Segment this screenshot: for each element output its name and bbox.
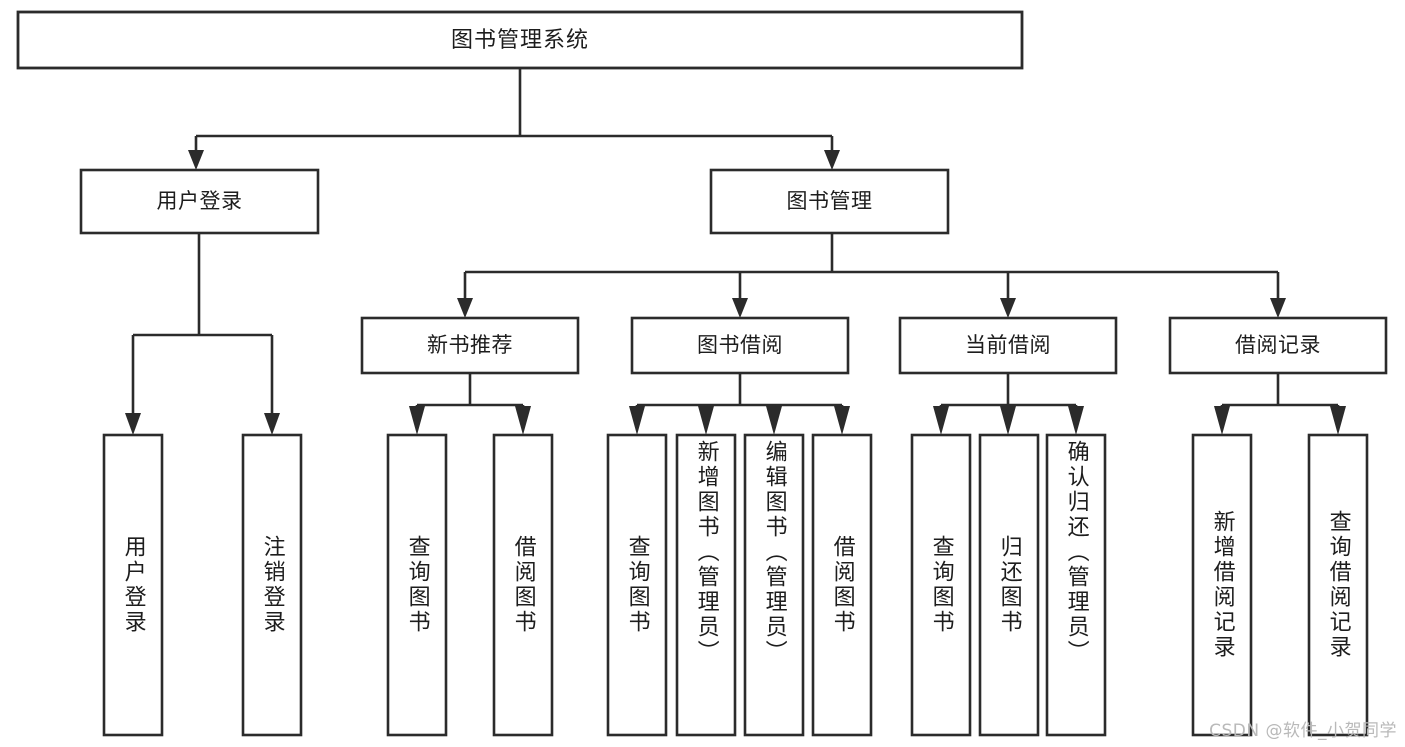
leaf-box-book-borrow-3[interactable] <box>811 433 873 737</box>
leaf-box-new-book-0[interactable] <box>386 433 448 737</box>
arrowhead-bookborrow <box>732 298 748 318</box>
arrowhead-bookborrow-leaf1 <box>698 406 714 435</box>
csdn-watermark: CSDN @软件_小贺同学 <box>1209 721 1397 741</box>
node-borrow-record-box[interactable] <box>1168 316 1388 375</box>
node-book-borrow[interactable]: 图书借阅 <box>630 316 850 375</box>
arrowhead-borrowrecord-leaf0 <box>1214 406 1230 435</box>
node-root-box[interactable] <box>16 10 1024 70</box>
arrowhead-borrowrecord-leaf1 <box>1330 406 1346 435</box>
leaf-box-current-borrow-0[interactable] <box>910 433 972 737</box>
connector-group-root <box>188 68 840 170</box>
arrowhead-newbook <box>457 298 473 318</box>
leaf-box-user-login-1[interactable] <box>241 433 303 737</box>
connector-group-book-manage <box>457 233 1286 318</box>
arrowhead-newbook-leaf0 <box>409 406 425 435</box>
node-user-login-box[interactable] <box>79 168 320 235</box>
arrowhead-borrowrecord <box>1270 298 1286 318</box>
arrowhead-userlogin-leaf0 <box>125 413 141 435</box>
node-new-book-recommend-box[interactable] <box>360 316 580 375</box>
arrowhead-currentborrow-leaf0 <box>933 406 949 435</box>
leaf-box-new-book-1[interactable] <box>492 433 554 737</box>
leaf-box-book-borrow-2[interactable] <box>743 433 805 737</box>
node-borrow-record[interactable]: 借阅记录 <box>1168 316 1388 375</box>
node-new-book-recommend[interactable]: 新书推荐 <box>360 316 580 375</box>
arrowhead-userlogin-leaf1 <box>264 413 280 435</box>
node-book-manage-box[interactable] <box>709 168 950 235</box>
leaf-box-book-borrow-1[interactable] <box>675 433 737 737</box>
connector-group-current-borrow <box>933 373 1084 435</box>
connector-group-new-book <box>409 373 531 435</box>
node-book-borrow-label: 图书借阅 <box>697 333 783 357</box>
arrowhead-currentborrow-leaf2 <box>1068 406 1084 435</box>
arrowhead-bookborrow-leaf0 <box>629 406 645 435</box>
node-current-borrow[interactable]: 当前借阅 <box>898 316 1118 375</box>
leaf-box-user-login-0[interactable] <box>102 433 164 737</box>
arrowhead-bookborrow-leaf3 <box>834 406 850 435</box>
node-borrow-record-label: 借阅记录 <box>1235 333 1321 357</box>
connector-group-user-login <box>125 233 280 435</box>
node-root[interactable]: 图书管理系统 <box>16 10 1024 70</box>
node-current-borrow-label: 当前借阅 <box>965 333 1051 357</box>
leaf-box-current-borrow-1[interactable] <box>978 433 1040 737</box>
node-book-borrow-box[interactable] <box>630 316 850 375</box>
node-current-borrow-box[interactable] <box>898 316 1118 375</box>
node-root-label: 图书管理系统 <box>451 28 589 53</box>
node-book-manage[interactable]: 图书管理 <box>709 168 950 235</box>
leaf-box-borrow-record-0[interactable] <box>1191 433 1253 737</box>
arrowhead-newbook-leaf1 <box>515 406 531 435</box>
arrowhead-currentborrow-leaf1 <box>1000 406 1016 435</box>
node-new-book-recommend-label: 新书推荐 <box>427 333 513 357</box>
arrowhead-currentborrow <box>1000 298 1016 318</box>
node-book-manage-label: 图书管理 <box>787 189 873 213</box>
arrowhead-book-manage <box>824 150 840 170</box>
leaf-box-book-borrow-0[interactable] <box>606 433 668 737</box>
connector-group-borrow-record <box>1214 373 1346 435</box>
connector-group-book-borrow <box>629 373 850 435</box>
arrowhead-user-login <box>188 150 204 170</box>
node-user-login[interactable]: 用户登录 <box>79 168 320 235</box>
leaf-box-borrow-record-1[interactable] <box>1307 433 1369 737</box>
arrowhead-bookborrow-leaf2 <box>766 406 782 435</box>
node-user-login-label: 用户登录 <box>157 189 243 213</box>
leaf-box-current-borrow-2[interactable] <box>1045 433 1107 737</box>
